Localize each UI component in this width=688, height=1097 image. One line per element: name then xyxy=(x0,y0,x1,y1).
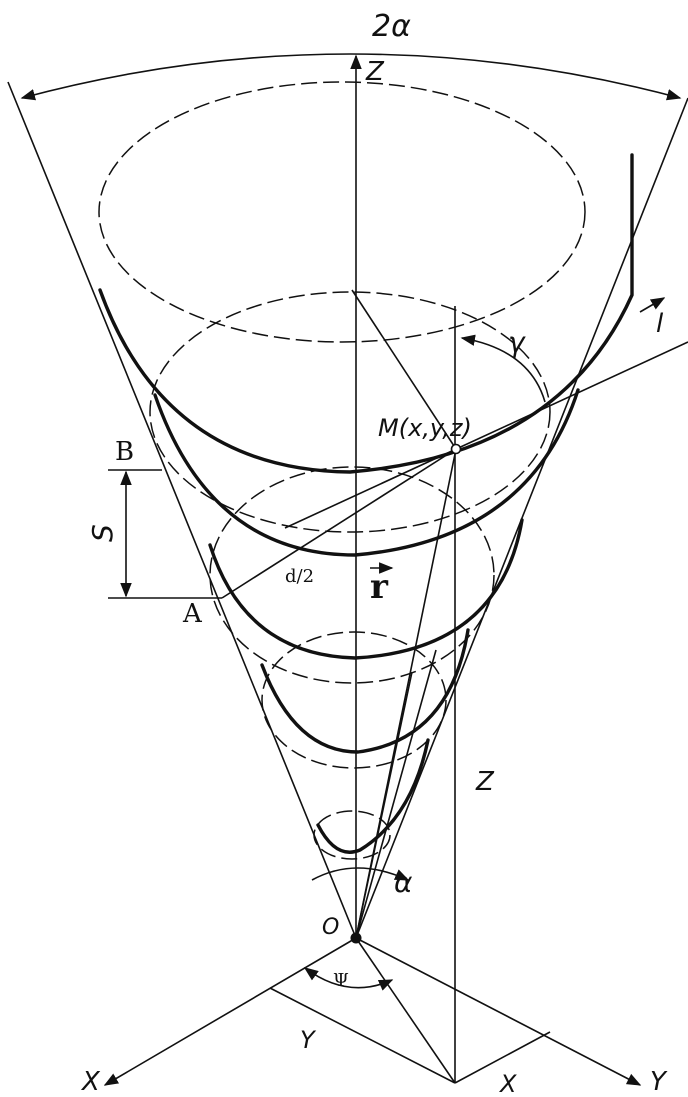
spiral-turn-3 xyxy=(208,518,524,660)
point-m-marker xyxy=(450,443,462,455)
spiral-turn-4 xyxy=(260,628,470,754)
sphere-2-dashed xyxy=(209,466,495,684)
alpha-arc xyxy=(311,867,410,881)
label-x-coordinate: X xyxy=(498,1070,517,1097)
psi-arc xyxy=(303,967,394,991)
spiral-turn-1 xyxy=(98,153,634,474)
sphere-4-dashed xyxy=(313,810,391,860)
x-axis xyxy=(103,937,357,1086)
label-z-axis: Z xyxy=(365,57,385,87)
label-2alpha: 2α xyxy=(372,9,411,44)
y-coordinate-line xyxy=(269,987,456,1084)
label-z-coordinate: Z xyxy=(475,767,495,797)
label-vector-l: l xyxy=(656,309,664,339)
spiral-turn-5 xyxy=(316,738,430,854)
label-a: A xyxy=(182,599,203,629)
label-vector-r: r xyxy=(370,567,389,607)
tangent-arrow xyxy=(639,297,666,313)
sphere-1-dashed xyxy=(149,291,551,533)
label-alpha: α xyxy=(394,866,413,899)
cone-left-generatrix xyxy=(7,81,357,939)
tangent-line xyxy=(284,341,688,529)
label-psi: Ψ xyxy=(333,970,349,991)
diameter-line xyxy=(221,448,457,599)
label-x-axis: X xyxy=(80,1067,101,1097)
inner-ray-2 xyxy=(355,649,437,939)
sphere-3-dashed xyxy=(261,631,447,769)
projection-line xyxy=(355,937,456,1084)
label-origin: O xyxy=(322,915,339,940)
cone-right-generatrix xyxy=(355,97,688,939)
label-point-m: M(x,y,z) xyxy=(378,414,472,442)
top-ellipse-dashed xyxy=(98,81,586,343)
gamma-arc xyxy=(460,334,546,403)
label-half-d: d/2 xyxy=(285,566,314,587)
inner-ray-1 xyxy=(355,671,413,939)
label-y-coordinate: Y xyxy=(300,1026,317,1054)
two-alpha-arc xyxy=(20,53,682,101)
label-gamma: γ xyxy=(508,326,526,359)
y-axis xyxy=(355,937,642,1086)
spiral-turn-2 xyxy=(153,388,580,557)
x-coordinate-line xyxy=(454,1031,551,1084)
label-y-axis: Y xyxy=(650,1067,668,1097)
radius-to-m xyxy=(351,289,457,450)
label-s: S xyxy=(86,524,119,542)
label-b: B xyxy=(115,437,134,467)
